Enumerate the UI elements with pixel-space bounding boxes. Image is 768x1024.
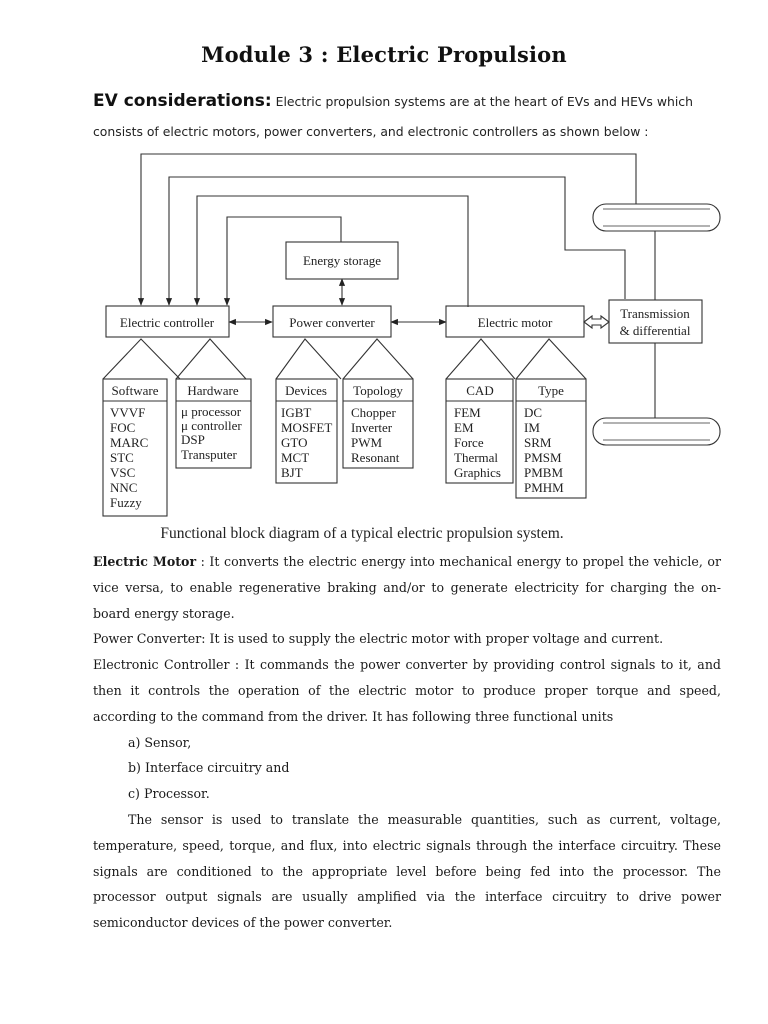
category-item: FEM — [454, 405, 481, 420]
software-pointer — [102, 338, 181, 380]
list-item: a) Sensor, — [128, 734, 192, 750]
feedback-line-storage — [223, 216, 342, 306]
intro-text: Electric propulsion systems are at the h… — [93, 94, 693, 139]
category-item: Chopper — [351, 405, 396, 420]
motor-transmission-arrow — [583, 314, 610, 330]
hardware-pointer — [175, 338, 247, 380]
software-title: Software — [112, 383, 159, 398]
hardware-title: Hardware — [187, 383, 238, 398]
category-item: SRM — [524, 435, 552, 450]
category-item: STC — [110, 450, 134, 465]
category-item: MARC — [110, 435, 148, 450]
category-item: PMBM — [524, 465, 563, 480]
feedback-line-wheel — [137, 153, 637, 306]
category-item: Force — [454, 435, 484, 450]
feedback-line-motor — [193, 195, 469, 307]
propulsion-block-diagram: Energy storage Electric controller Power… — [102, 153, 721, 542]
category-item: BJT — [281, 465, 303, 480]
electric-controller-box — [105, 305, 230, 338]
electric-motor-label: Electric motor — [478, 315, 553, 330]
category-item: DC — [524, 405, 542, 420]
transmission-label: Transmission — [620, 306, 690, 321]
power-converter-box — [272, 305, 392, 338]
topology-pointer — [342, 338, 414, 380]
category-item: IGBT — [281, 405, 311, 420]
power-converter-label: Power converter — [289, 315, 375, 330]
category-item: GTO — [281, 435, 307, 450]
type-pointer — [515, 338, 587, 380]
devices-pointer — [275, 338, 342, 380]
feedback-line-transmission — [165, 176, 626, 306]
cad-title: CAD — [466, 383, 493, 398]
type-box — [515, 378, 587, 499]
motor-label: Electric Motor — [93, 554, 197, 569]
category-item: Inverter — [351, 420, 393, 435]
category-item: VVVF — [110, 405, 145, 420]
category-item: MCT — [281, 450, 309, 465]
category-item: PMSM — [524, 450, 562, 465]
sensor-paragraph: The sensor is used to translate the meas… — [93, 811, 721, 931]
category-item: Resonant — [351, 450, 400, 465]
list-item: b) Interface circuitry and — [128, 760, 290, 776]
cad-box — [445, 378, 514, 484]
category-item: PWM — [351, 435, 383, 450]
wheel-bottom-icon — [592, 417, 721, 446]
cad-pointer — [445, 338, 516, 380]
motor-paragraph: Electric Motor : It converts the electri… — [93, 549, 721, 626]
page-title: Module 3 : Electric Propulsion — [201, 42, 567, 67]
wheel-top-icon — [592, 203, 721, 232]
energy-storage-box — [285, 241, 399, 280]
category-item: Fuzzy — [110, 495, 142, 510]
electric-controller-label: Electric controller — [120, 315, 215, 330]
category-item: μ controller — [181, 418, 242, 433]
motor-text: : It converts the electric energy into m… — [93, 554, 721, 621]
devices-box — [275, 378, 338, 484]
category-item: NNC — [110, 480, 137, 495]
type-title: Type — [538, 383, 564, 398]
category-item: Thermal — [454, 450, 498, 465]
body-text: Electric Motor : It converts the electri… — [93, 549, 721, 936]
figure-caption: Functional block diagram of a typical el… — [160, 525, 563, 542]
intro-paragraph: EV considerations: Electric propulsion s… — [93, 86, 721, 147]
topology-box — [342, 378, 414, 469]
energy-storage-label: Energy storage — [303, 253, 381, 268]
category-item: EM — [454, 420, 474, 435]
electric-motor-box — [445, 305, 585, 338]
hardware-box — [175, 378, 252, 469]
differential-label: & differential — [620, 323, 691, 338]
category-item: IM — [524, 420, 540, 435]
converter-paragraph: Power Converter: It is used to supply th… — [93, 631, 664, 647]
controller-paragraph: Electronic Controller : It commands the … — [93, 657, 721, 724]
category-item: FOC — [110, 420, 135, 435]
topology-title: Topology — [353, 383, 403, 398]
devices-title: Devices — [285, 383, 327, 398]
category-item: VSC — [110, 465, 135, 480]
section-heading: EV considerations: — [93, 91, 272, 111]
category-item: DSP — [181, 432, 205, 447]
category-item: Graphics — [454, 465, 501, 480]
list-item: c) Processor. — [128, 786, 210, 802]
category-item: MOSFET — [281, 420, 332, 435]
category-item: μ processor — [181, 404, 242, 419]
software-box — [102, 378, 168, 517]
category-item: Transputer — [181, 447, 238, 462]
category-item: PMHM — [524, 480, 564, 495]
